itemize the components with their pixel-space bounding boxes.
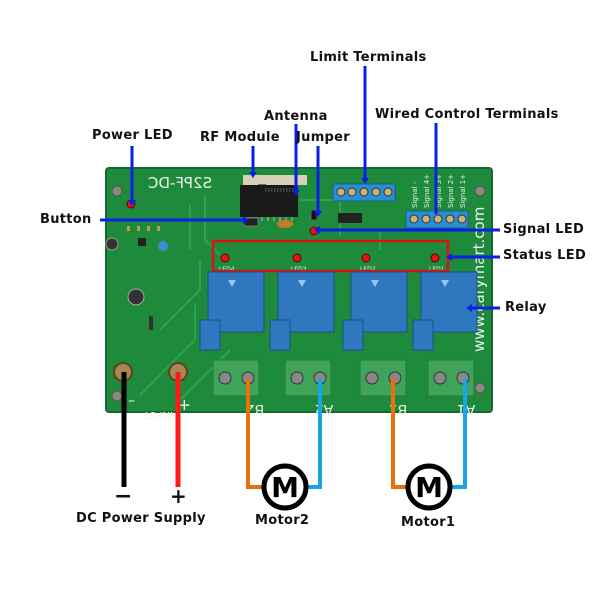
wire-motor1-b1 bbox=[391, 378, 410, 489]
screw-icon bbox=[474, 382, 486, 394]
motor2-label: Motor2 bbox=[255, 513, 310, 528]
wire-motor1-a1 bbox=[448, 378, 467, 489]
motor1-label: Motor1 bbox=[401, 515, 456, 530]
smd-components bbox=[127, 226, 160, 231]
relays bbox=[199, 271, 478, 351]
crystal bbox=[277, 220, 293, 228]
capacitor-c5 bbox=[127, 288, 145, 306]
callout-lines bbox=[100, 66, 500, 310]
status-leds bbox=[220, 253, 440, 263]
signal-terminal-label: Signal 1+ bbox=[459, 174, 467, 208]
rf-module bbox=[243, 175, 307, 185]
motor-symbol: M bbox=[415, 471, 443, 504]
motor-symbol: M bbox=[271, 471, 299, 504]
led-label: LED1 bbox=[429, 266, 445, 273]
power-minus-symbol: − bbox=[114, 484, 133, 509]
callout-wired-control-terminals: Wired Control Terminals bbox=[375, 107, 559, 122]
callout-antenna: Antenna bbox=[264, 109, 328, 124]
led-label: LED3 bbox=[291, 266, 307, 273]
board-minus-mark: – bbox=[128, 393, 135, 409]
screw-icon bbox=[474, 185, 486, 197]
callout-jumper: Jumper bbox=[296, 130, 350, 145]
relay-1 bbox=[412, 271, 478, 351]
limit-terminal-block bbox=[332, 183, 396, 202]
callout-signal-led: Signal LED bbox=[503, 222, 585, 237]
wire-motor2-b2 bbox=[246, 378, 266, 489]
callout-rf-module: RF Module bbox=[200, 130, 280, 145]
board-model-text: S2PF-DC bbox=[148, 174, 212, 192]
motor2-icon bbox=[261, 463, 309, 511]
led-label: LED2 bbox=[360, 266, 376, 273]
led-label: LED4 bbox=[219, 266, 235, 273]
regulator-78l05 bbox=[138, 238, 146, 246]
output-terminal-label: A2 bbox=[315, 401, 333, 417]
motor1-icon bbox=[405, 463, 453, 511]
callout-button: Button bbox=[40, 212, 92, 227]
signal-terminal-label: Signal 4+ bbox=[423, 174, 431, 208]
wired-control-terminal-block bbox=[405, 210, 469, 229]
power-plus-symbol: + bbox=[170, 484, 188, 508]
screw-icon bbox=[111, 390, 123, 402]
board-plus-mark: + bbox=[178, 396, 191, 415]
signal-terminal-labels: Signal - Signal 4+ Signal 3+ Signal 2+ S… bbox=[411, 174, 467, 208]
callout-power-led: Power LED bbox=[92, 128, 173, 143]
signal-terminal-label: Signal - bbox=[411, 181, 419, 208]
relay-2 bbox=[342, 271, 408, 351]
diode bbox=[149, 316, 153, 330]
wire-motor2-a2 bbox=[304, 378, 322, 489]
input-label: INPUT bbox=[142, 409, 173, 420]
dc-power-supply-label: DC Power Supply bbox=[76, 511, 206, 526]
driver-ic bbox=[338, 213, 362, 223]
screw-icon bbox=[111, 185, 123, 197]
relay-3 bbox=[269, 271, 335, 351]
blue-capacitor bbox=[158, 241, 168, 251]
signal-terminal-label: Signal 2+ bbox=[447, 174, 455, 208]
callout-status-led: Status LED bbox=[503, 248, 587, 263]
output-terminal-label: B2 bbox=[246, 401, 265, 417]
capacitor-c1 bbox=[105, 237, 119, 251]
callout-limit-terminals: Limit Terminals bbox=[310, 50, 427, 65]
relay-markings bbox=[228, 280, 449, 287]
led-labels: LED4 LED3 LED2 LED1 bbox=[219, 266, 445, 273]
signal-terminal-label: Signal 3+ bbox=[435, 174, 443, 208]
relay-4 bbox=[199, 271, 265, 351]
callout-arrowheads bbox=[128, 172, 472, 312]
callout-relay: Relay bbox=[505, 300, 547, 315]
